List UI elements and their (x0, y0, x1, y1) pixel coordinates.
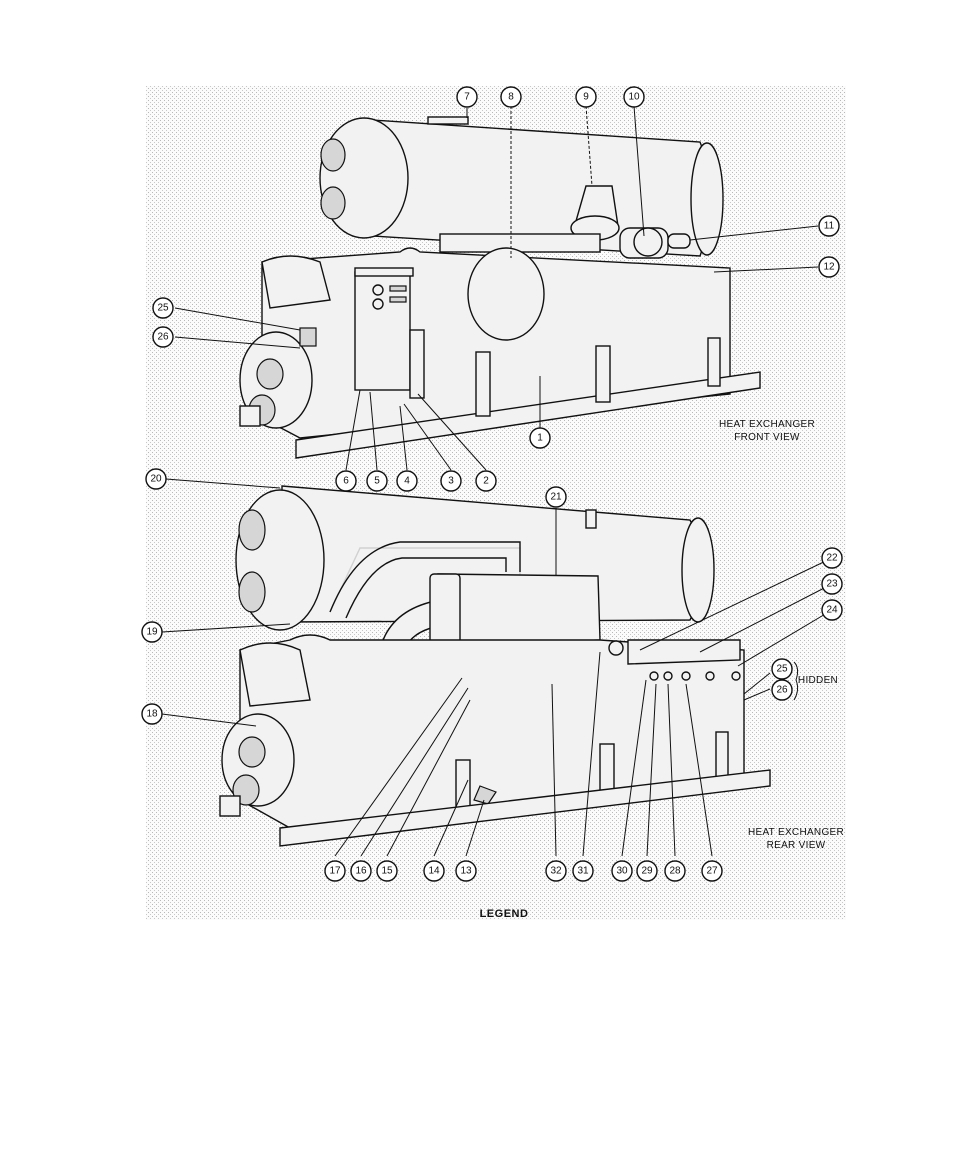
callout-20: 20 (146, 469, 166, 489)
rear-view-caption-line1: HEAT EXCHANGER (748, 827, 844, 838)
callout-label: 15 (381, 866, 393, 877)
callout-28: 28 (665, 861, 685, 881)
callout-label: 27 (706, 866, 718, 877)
callout-label: 11 (824, 221, 835, 232)
callout-2: 2 (476, 471, 496, 491)
callout-label: 30 (616, 866, 628, 877)
callout-32: 32 (546, 861, 566, 881)
callout-label: 24 (826, 605, 838, 616)
front-view-caption-line2: FRONT VIEW (734, 432, 800, 443)
callout-label: 5 (374, 476, 380, 487)
callout-label: 17 (329, 866, 341, 877)
callout-23: 23 (822, 574, 842, 594)
callout-14: 14 (424, 861, 444, 881)
callout-25-rear: 25 (772, 659, 792, 679)
callout-label: 25 (776, 664, 788, 675)
callout-label: 22 (826, 553, 838, 564)
callout-label: 3 (448, 476, 454, 487)
callout-label: 19 (146, 627, 158, 638)
callout-27: 27 (702, 861, 722, 881)
callout-label: 10 (628, 92, 640, 103)
callout-label: 21 (550, 492, 562, 503)
callout-26-rear: 26 (772, 680, 792, 700)
callout-4: 4 (397, 471, 417, 491)
callout-10: 10 (624, 87, 644, 107)
callout-label: 23 (826, 579, 838, 590)
callout-label: 28 (669, 866, 681, 877)
hidden-caption: HIDDEN (798, 675, 838, 686)
callout-17: 17 (325, 861, 345, 881)
callout-9: 9 (576, 87, 596, 107)
rear-view-caption-line2: REAR VIEW (767, 840, 826, 851)
callout-25-front: 25 (153, 298, 173, 318)
callout-label: 1 (537, 433, 543, 444)
callout-label: 4 (404, 476, 410, 487)
callout-label: 29 (641, 866, 653, 877)
callout-8: 8 (501, 87, 521, 107)
callout-label: 7 (464, 92, 470, 103)
callout-3: 3 (441, 471, 461, 491)
callout-label: 12 (823, 262, 835, 273)
callout-label: 18 (146, 709, 158, 720)
callout-15: 15 (377, 861, 397, 881)
callout-18: 18 (142, 704, 162, 724)
callout-label: 25 (157, 303, 169, 314)
legend-title: LEGEND (480, 908, 529, 920)
rear-view-drawing (220, 486, 770, 846)
callout-6: 6 (336, 471, 356, 491)
callout-1: 1 (530, 428, 550, 448)
callout-30: 30 (612, 861, 632, 881)
callout-label: 31 (577, 866, 589, 877)
callout-label: 8 (508, 92, 514, 103)
callout-label: 26 (776, 685, 788, 696)
callout-31: 31 (573, 861, 593, 881)
callout-24: 24 (822, 600, 842, 620)
callout-11: 11 (819, 216, 839, 236)
callout-label: 2 (483, 476, 489, 487)
callout-label: 20 (150, 474, 162, 485)
callout-12: 12 (819, 257, 839, 277)
callout-16: 16 (351, 861, 371, 881)
callout-label: 16 (355, 866, 367, 877)
callout-22: 22 (822, 548, 842, 568)
callout-label: 6 (343, 476, 349, 487)
callout-label: 14 (428, 866, 440, 877)
callout-13: 13 (456, 861, 476, 881)
callout-21: 21 (546, 487, 566, 507)
callout-29: 29 (637, 861, 657, 881)
callout-7: 7 (457, 87, 477, 107)
callout-label: 26 (157, 332, 169, 343)
callout-label: 32 (550, 866, 562, 877)
callout-26-front: 26 (153, 327, 173, 347)
callout-label: 13 (460, 866, 472, 877)
callout-5: 5 (367, 471, 387, 491)
front-view-caption-line1: HEAT EXCHANGER (719, 419, 815, 430)
callout-19: 19 (142, 622, 162, 642)
callout-label: 9 (583, 92, 589, 103)
